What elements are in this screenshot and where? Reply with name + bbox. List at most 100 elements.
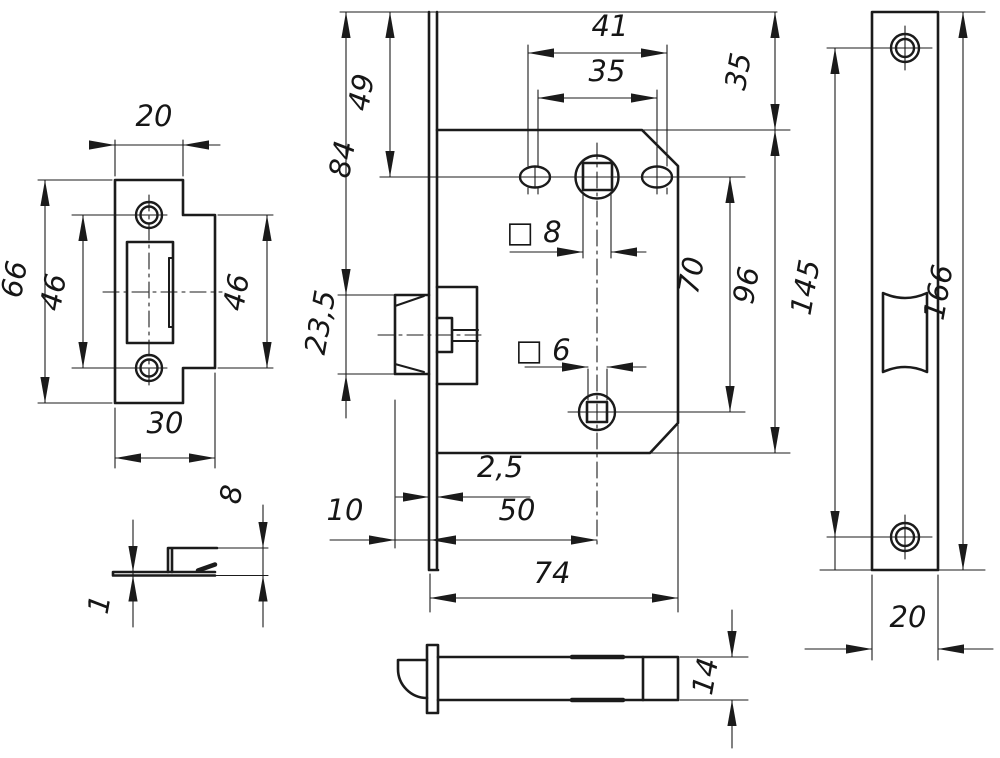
outline-path bbox=[581, 161, 614, 192]
outline-path bbox=[870, 10, 940, 572]
arrowhead bbox=[437, 492, 463, 502]
arrowhead bbox=[430, 593, 456, 603]
arrowhead bbox=[385, 12, 395, 38]
arrowhead bbox=[938, 644, 964, 654]
dimension-label: 96 bbox=[726, 264, 766, 306]
arrowhead bbox=[89, 140, 115, 150]
arrowhead bbox=[846, 644, 872, 654]
arrowhead bbox=[830, 48, 840, 74]
dimension-label: 145 bbox=[784, 257, 827, 317]
outline-path bbox=[435, 316, 454, 354]
hole-circle bbox=[139, 205, 159, 225]
strike-plate-view bbox=[37, 139, 274, 469]
outline-path bbox=[427, 10, 440, 572]
dimension-label: 20 bbox=[136, 99, 173, 133]
dimension-label: 10 bbox=[327, 493, 364, 527]
arrowhead bbox=[770, 130, 780, 156]
outline-path bbox=[111, 570, 217, 577]
arrowhead bbox=[189, 453, 215, 463]
hole-circle bbox=[889, 521, 921, 553]
dimension-label: 8 bbox=[213, 482, 250, 506]
arrowhead bbox=[958, 12, 968, 38]
arrowhead bbox=[631, 93, 657, 103]
hole-ellipse bbox=[640, 165, 674, 189]
arrowhead bbox=[830, 511, 840, 537]
arrowhead bbox=[557, 247, 583, 257]
arrowhead bbox=[262, 215, 272, 241]
hole-ellipse bbox=[518, 165, 552, 189]
outline-path bbox=[113, 178, 217, 405]
arrowhead bbox=[258, 522, 268, 548]
arrowhead bbox=[341, 375, 351, 401]
arrowhead bbox=[607, 362, 633, 372]
arrowhead bbox=[528, 48, 554, 58]
dimension-label: 35 bbox=[718, 50, 758, 92]
dimension-label: 35 bbox=[589, 54, 626, 88]
dimension-label: □ 6 bbox=[515, 333, 570, 367]
arrowhead bbox=[40, 180, 50, 206]
arrowhead bbox=[262, 342, 272, 368]
arrowhead bbox=[725, 386, 735, 412]
hole-circle bbox=[889, 32, 921, 64]
outline-path bbox=[585, 400, 609, 424]
dimension-label: □ 8 bbox=[506, 215, 561, 249]
arrowhead bbox=[341, 12, 351, 38]
arrowhead bbox=[562, 362, 588, 372]
dimension-label: 74 bbox=[534, 556, 571, 590]
strike-plate-section-view bbox=[111, 504, 269, 628]
dimension-label: 14 bbox=[685, 655, 725, 697]
arrowhead bbox=[727, 700, 737, 726]
arrowhead bbox=[385, 151, 395, 177]
latch-bolt-view bbox=[396, 609, 749, 749]
arrowhead bbox=[341, 269, 351, 295]
outline-path bbox=[435, 285, 479, 386]
outline-path bbox=[436, 655, 680, 702]
dimension-label: 46 bbox=[216, 271, 256, 313]
lock-body-view bbox=[329, 10, 791, 613]
hole-circle bbox=[577, 392, 617, 432]
arrowhead bbox=[652, 593, 678, 603]
outline-path bbox=[166, 546, 219, 574]
hole-circle bbox=[139, 358, 159, 378]
arrowhead bbox=[770, 427, 780, 453]
arrowhead bbox=[128, 575, 138, 602]
dimension-label: 166 bbox=[917, 262, 960, 322]
dimension-label: 66 bbox=[0, 258, 34, 300]
dimension-label: 30 bbox=[147, 406, 184, 440]
dimension-label: 49 bbox=[341, 71, 381, 113]
arrowhead bbox=[538, 93, 564, 103]
arrowhead bbox=[725, 177, 735, 203]
feature-line bbox=[394, 295, 425, 307]
hole-circle bbox=[894, 37, 916, 59]
outline-path bbox=[125, 240, 175, 345]
arrowhead bbox=[369, 535, 395, 545]
arrowhead bbox=[571, 535, 597, 545]
dimension-label: 23,5 bbox=[298, 288, 343, 358]
arrowhead bbox=[958, 544, 968, 570]
arrowhead bbox=[183, 140, 209, 150]
dimension-label: 70 bbox=[671, 254, 711, 296]
dimension-label: 46 bbox=[33, 271, 73, 313]
arrowhead bbox=[78, 215, 88, 241]
dimension-label: 2,5 bbox=[477, 450, 523, 484]
outline-path bbox=[435, 128, 680, 455]
arrowhead bbox=[258, 575, 268, 602]
outline-path bbox=[393, 293, 431, 376]
dimension-label: 50 bbox=[499, 493, 536, 527]
hole-circle bbox=[574, 154, 620, 200]
arrowhead bbox=[78, 342, 88, 368]
arrowhead bbox=[770, 104, 780, 130]
arrowhead bbox=[727, 631, 737, 657]
dimension-label: 20 bbox=[890, 600, 927, 634]
arrowhead bbox=[430, 535, 456, 545]
outline-path bbox=[425, 643, 440, 715]
thick-feature-line bbox=[195, 562, 218, 573]
arrowhead bbox=[770, 12, 780, 38]
dimension-label: 84 bbox=[322, 138, 362, 180]
hole-circle bbox=[894, 526, 916, 548]
arrowhead bbox=[128, 546, 138, 572]
outline-path bbox=[881, 291, 929, 374]
